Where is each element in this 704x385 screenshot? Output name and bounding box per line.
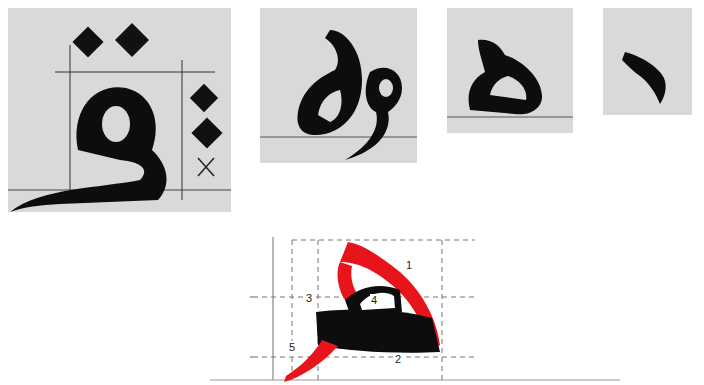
- callout-number: 3: [305, 292, 313, 304]
- callout-number: 4: [370, 294, 378, 306]
- photo-panel: [8, 8, 231, 212]
- photo-panel: [260, 8, 417, 163]
- callout-number: 5: [288, 341, 296, 353]
- callout-number: 1: [405, 259, 413, 271]
- callout-number: 2: [394, 353, 402, 365]
- stroke-diagram: [210, 237, 620, 382]
- photo-panel: [447, 8, 573, 133]
- photo-panel: [603, 8, 692, 115]
